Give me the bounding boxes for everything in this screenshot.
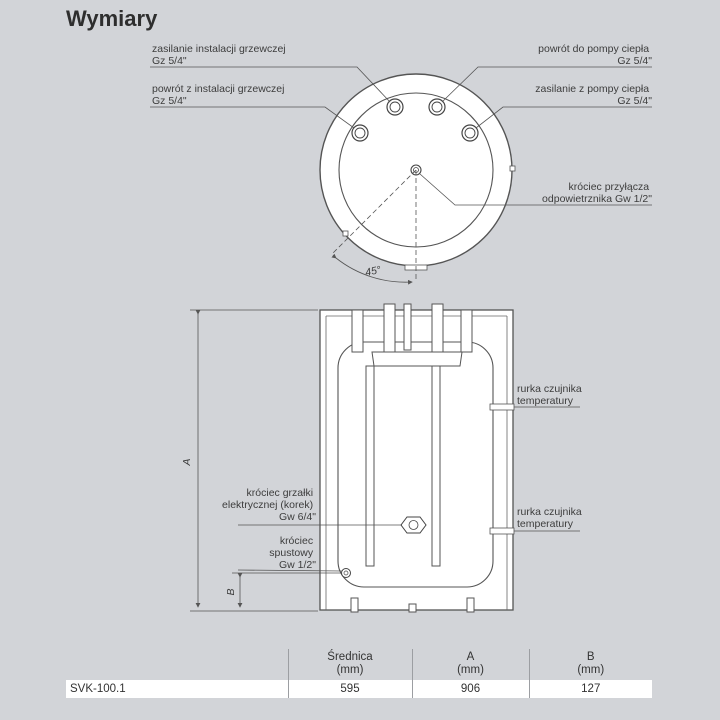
table-header-blank [66, 649, 289, 680]
angle-label: 45° [364, 264, 382, 279]
port-return-heating [351, 124, 369, 142]
table-header-a: A(mm) [412, 649, 530, 680]
label-return-heating: powrót z instalacji grzewczej Gz 5/4" [152, 83, 287, 107]
port-return-pump [428, 98, 446, 116]
spec-table: Średnica(mm) A(mm) B(mm) SVK-100.1 595 9… [66, 649, 652, 698]
left-nub [342, 230, 349, 237]
dimension-a-label: A [181, 458, 193, 466]
dimension-b-label: B [225, 588, 237, 595]
label-heater: króciec grzałki elektrycznej (korek) Gw … [222, 487, 316, 523]
table-cell-model: SVK-100.1 [66, 680, 289, 698]
label-return-pump: powrót do pompy ciepła Gz 5/4" [538, 43, 652, 67]
heater-plug [400, 516, 427, 534]
table-header-diameter: Średnica(mm) [288, 649, 413, 680]
label-drain: króciec spustowy Gw 1/2" [269, 535, 316, 571]
internal-tubes [365, 365, 441, 567]
sensor-tube-lower [489, 527, 515, 535]
table-header-b: B(mm) [577, 651, 605, 676]
label-sensor-upper: rurka czujnika temperatury [517, 383, 585, 407]
drain-port [341, 568, 351, 578]
leader-lines-top [150, 66, 652, 206]
page-title: Wymiary [66, 6, 158, 31]
side-view: A B rurka czujnika temperatury rurka czu… [181, 303, 585, 613]
vent-nub [509, 165, 516, 172]
table-cell-b: 127 [529, 680, 652, 698]
label-sensor-lower: rurka czujnika temperatury [517, 506, 585, 530]
internal-header [371, 351, 463, 367]
port-supply-heating [386, 98, 404, 116]
table-cell-a: 906 [412, 680, 530, 698]
dimension-a [190, 309, 342, 612]
label-supply-pump: zasilanie z pompy ciepła Gz 5/4" [535, 83, 652, 107]
top-view: 45° zasilanie instalacji grzewczej Gz 5/… [150, 43, 652, 285]
inner-tank [337, 341, 494, 588]
sensor-tube-upper [489, 403, 515, 411]
label-vent: króciec przyłącza odpowietrznika Gw 1/2" [542, 181, 652, 205]
angle-dimension [331, 169, 417, 285]
table-cell-diameter: 595 [288, 680, 413, 698]
table-header-row: Średnica(mm) A(mm) B(mm) [66, 649, 652, 680]
label-supply-heating: zasilanie instalacji grzewczej Gz 5/4" [152, 43, 289, 67]
leader-lines-side [237, 406, 580, 572]
feet [350, 597, 475, 613]
table-row: SVK-100.1 595 906 127 [66, 680, 652, 698]
port-supply-pump [461, 124, 479, 142]
